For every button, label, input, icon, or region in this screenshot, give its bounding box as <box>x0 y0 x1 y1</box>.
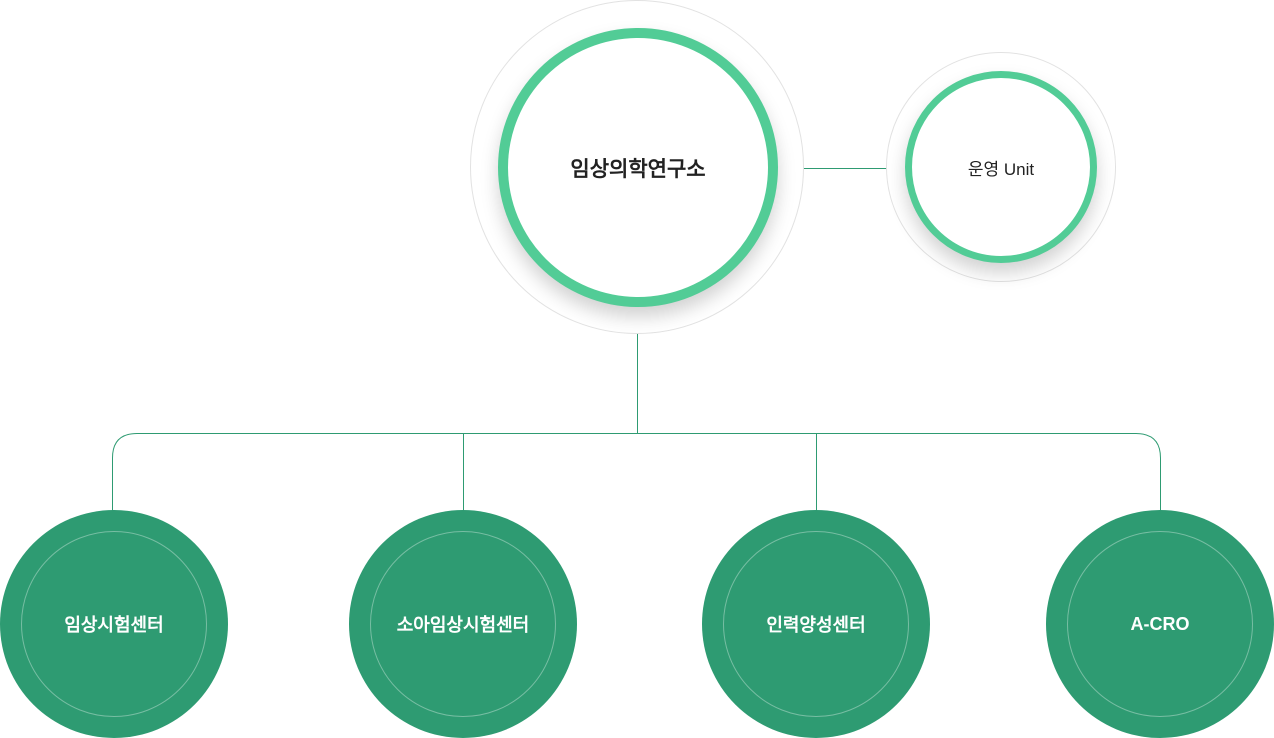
inner-ring <box>21 531 207 717</box>
child-node-clinical-trial-center[interactable]: 임상시험센터 <box>0 510 228 738</box>
child-node-training-center[interactable]: 인력양성센터 <box>702 510 930 738</box>
child-label: 인력양성센터 <box>766 615 866 635</box>
inner-ring <box>1067 531 1253 717</box>
child-label: 임상시험센터 <box>64 615 164 635</box>
child-label: 소아임상시험센터 <box>396 615 530 635</box>
unit-label: 운영 Unit <box>967 159 1035 179</box>
unit-node[interactable]: 운영 Unit <box>905 71 1097 263</box>
root-label: 임상의학연구소 <box>570 157 706 181</box>
branch-line <box>112 433 1161 512</box>
child-node-a-cro[interactable]: A-CRO <box>1046 510 1274 738</box>
child-node-pediatric-trial-center[interactable]: 소아임상시험센터 <box>349 510 577 738</box>
root-node[interactable]: 임상의학연구소 <box>498 28 778 307</box>
inner-ring <box>370 531 556 717</box>
inner-ring <box>723 531 909 717</box>
child-label: A-CRO <box>1130 613 1190 634</box>
